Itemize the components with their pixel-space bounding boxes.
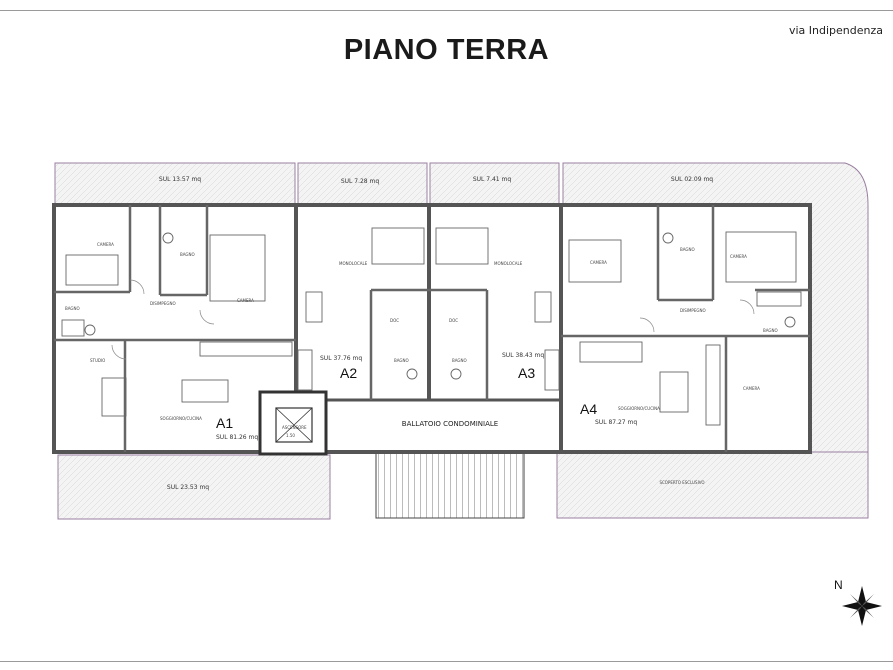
- room-bagno-a2: BAGNO: [394, 358, 409, 363]
- room-doc-a3: DOC: [449, 318, 458, 323]
- room-bagno-a1: BAGNO: [65, 306, 80, 311]
- unit-a1-sul: SUL 81.26 mq: [216, 434, 258, 441]
- room-bagno-a1-top: BAGNO: [180, 252, 195, 257]
- unit-a4-sul: SUL 87.27 mq: [595, 419, 637, 426]
- room-soggiorno-a1: SOGGIORNO/CUCINA: [160, 416, 202, 421]
- terrace-bottom-right: [556, 451, 869, 519]
- unit-a2-code: A2: [340, 365, 357, 381]
- building-outline: [52, 203, 812, 454]
- terrace-top-a1: [54, 162, 296, 206]
- terrace-bottom-a1-sul: SUL 23.53 mq: [167, 484, 209, 491]
- room-camera-a4-master: CAMERA: [730, 254, 747, 259]
- elevator-core: [258, 390, 328, 456]
- room-soggiorno-a4: SOGGIORNO/CUCINA: [618, 406, 660, 411]
- room-camera-a1-master: CAMERA: [237, 298, 254, 303]
- room-disimpegno-a1: DISIMPEGNO: [150, 301, 176, 306]
- terrace-top-a2: [297, 162, 428, 206]
- unit-a3-code: A3: [518, 365, 535, 381]
- room-bagno-a4: BAGNO: [763, 328, 778, 333]
- room-monolocale-a2: MONOLOCALE: [339, 261, 368, 266]
- compass-north-label: N: [834, 578, 843, 592]
- room-camera-a4: CAMERA: [590, 260, 607, 265]
- page-title: PIANO TERRA: [343, 34, 550, 66]
- terrace-top-a2-sul: SUL 7.28 mq: [341, 178, 380, 185]
- top-frame-line: [0, 10, 893, 11]
- room-monolocale-a3: MONOLOCALE: [494, 261, 523, 266]
- terrace-bottom-a1: [57, 454, 331, 520]
- room-disimpegno-a4: DISIMPEGNO: [680, 308, 706, 313]
- room-ballatoio: BALLATOIO CONDOMINIALE: [402, 420, 498, 428]
- room-camera-a1: CAMERA: [97, 242, 114, 247]
- room-ascensore: ASCENSORE: [282, 425, 307, 430]
- stair-width: 1.50: [286, 433, 295, 438]
- street-label: via Indipendenza: [788, 24, 883, 37]
- unit-a1-code: A1: [216, 415, 233, 431]
- compass-rose-icon: [842, 586, 882, 626]
- unit-a4-code: A4: [580, 401, 597, 417]
- terrace-bottom-right-label: SCOPERTO ESCLUSIVO: [659, 480, 704, 485]
- room-studio-a1: STUDIO: [90, 358, 105, 363]
- terrace-top-a1-sul: SUL 13.57 mq: [159, 176, 201, 183]
- terrace-top-a4-sul: SUL 02.09 mq: [671, 176, 713, 183]
- bottom-frame-line: [0, 661, 893, 662]
- unit-a3-sul: SUL 38.43 mq: [502, 352, 544, 359]
- room-doc-a2: DOC: [390, 318, 399, 323]
- room-bagno-a4-top: BAGNO: [680, 247, 695, 252]
- room-bagno-a3: BAGNO: [452, 358, 467, 363]
- terrace-top-a3: [429, 162, 560, 206]
- unit-a2-sul: SUL 37.76 mq: [320, 355, 362, 362]
- terrace-top-a3-sul: SUL 7.41 mq: [473, 176, 512, 183]
- room-camera-a4-small: CAMERA: [743, 386, 760, 391]
- entrance-stairs: [375, 447, 525, 519]
